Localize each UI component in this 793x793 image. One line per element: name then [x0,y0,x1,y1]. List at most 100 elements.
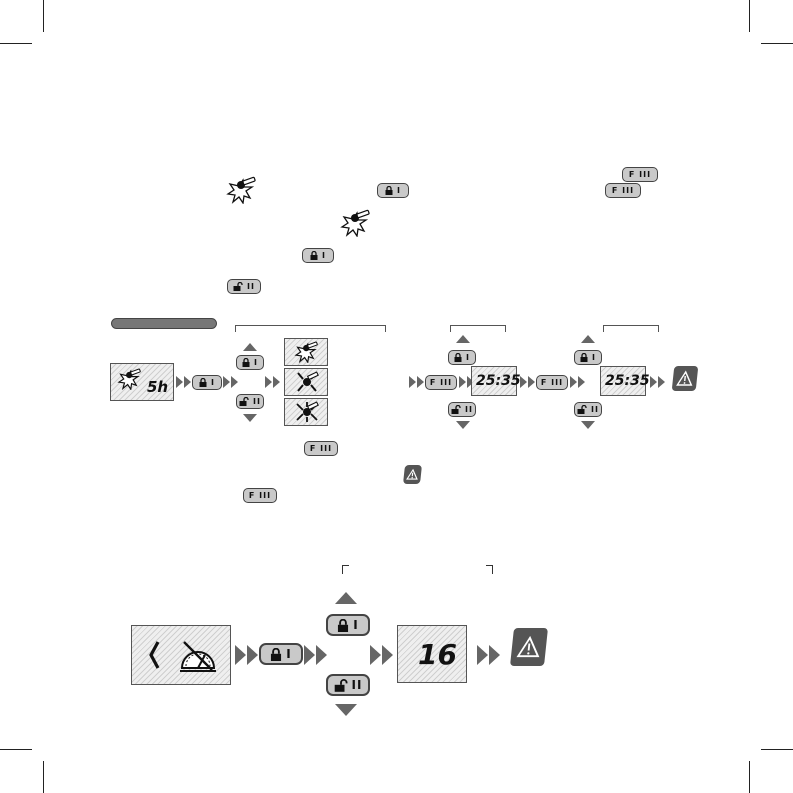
lock-label: I [322,251,326,260]
padlock-closed-icon [338,618,349,632]
crop-mark [0,43,32,44]
unlock-label: II [247,282,255,291]
triangle-up-icon [335,592,357,604]
double-chevron-icon [477,645,500,665]
section-pill [111,318,217,329]
unlock-label: II [351,678,363,692]
crop-mark [761,749,793,750]
warning-button [403,465,422,484]
lock-label: I [397,186,401,195]
crop-mark [761,43,793,44]
value-reading: 16 [418,638,457,671]
lock-button: I [236,355,264,370]
lock-button: I [302,248,334,263]
value-display: 16 [397,625,467,683]
unlock-label: II [253,397,261,406]
tire-option-box [284,338,328,366]
lock-button: I [574,350,602,365]
lock-button: I [377,183,409,198]
padlock-open-icon [577,405,587,414]
function-label: F III [628,170,652,179]
timer-value: 25:35 [476,373,521,389]
timer-display: 25:35 [471,366,521,396]
double-chevron-icon [459,376,474,388]
tire-puncture-icon [294,341,318,363]
double-chevron-icon [223,376,238,388]
tire-option-box [284,368,328,396]
lock-label: I [353,618,359,632]
padlock-open-icon [233,282,243,291]
double-chevron-icon [650,376,665,388]
function-label: F III [540,378,564,387]
padlock-closed-icon [385,186,393,195]
corner-mark [486,565,493,574]
double-chevron-icon [520,376,535,388]
padlock-open-icon [334,678,348,692]
unlock-button: II [574,402,602,417]
warning-button [671,366,699,391]
triangle-up-icon [243,343,257,351]
function-label: F III [309,444,333,453]
lock-label: I [592,353,596,362]
lock-button: I [326,614,370,636]
crop-mark [749,761,750,793]
tire-code-value: 5h [147,378,169,396]
function-label: F III [429,378,453,387]
triangle-down-icon [581,421,595,429]
function-button: F III [425,375,457,390]
group-bracket [235,325,386,332]
tire-code-display: 5h [110,363,174,401]
lock-button: I [192,375,222,390]
function-button: F III [243,488,277,503]
warning-button [510,628,548,666]
tire-deflate-icon [297,371,319,392]
function-button: F III [622,167,658,182]
lock-button: I [448,350,476,365]
speed-display [131,625,231,685]
double-chevron-icon [570,376,585,388]
unlock-button: II [227,279,261,294]
triangle-up-icon [581,335,595,343]
function-label: F III [248,491,272,500]
double-chevron-icon [304,645,327,665]
unlock-button: II [236,394,264,409]
padlock-closed-icon [199,378,207,387]
unlock-button: II [448,402,476,417]
tire-puncture-icon [226,176,258,209]
double-chevron-icon [176,376,191,388]
padlock-closed-icon [580,353,588,362]
triangle-down-icon [456,421,470,429]
warning-triangle-icon [406,468,418,480]
double-chevron-icon [409,376,424,388]
tire-puncture-icon [117,368,141,390]
padlock-closed-icon [454,353,462,362]
timer-value: 25:35 [605,373,650,389]
lock-label: I [254,358,258,367]
crop-mark [43,0,44,32]
padlock-open-icon [239,397,249,406]
triangle-down-icon [243,414,257,422]
tire-puncture-icon [340,209,372,242]
timer-display: 25:35 [600,366,650,396]
unlock-label: II [591,405,599,414]
double-chevron-icon [265,376,280,388]
padlock-closed-icon [242,358,250,367]
corner-mark [342,565,349,574]
triangle-down-icon [335,704,357,716]
lock-label: I [286,647,292,661]
triangle-up-icon [456,335,470,343]
padlock-closed-icon [271,647,282,661]
function-button: F III [304,441,338,456]
function-label: F III [611,186,635,195]
double-chevron-icon [235,645,258,665]
function-button: F III [536,375,568,390]
lock-label: I [211,378,215,387]
tire-burst-icon [296,401,319,422]
crop-mark [43,761,44,793]
group-bracket [603,325,659,332]
group-bracket [450,325,506,332]
warning-triangle-icon [516,635,540,658]
warning-triangle-icon [676,370,693,386]
speedometer-icon [180,641,216,672]
unlock-button: II [326,674,370,696]
